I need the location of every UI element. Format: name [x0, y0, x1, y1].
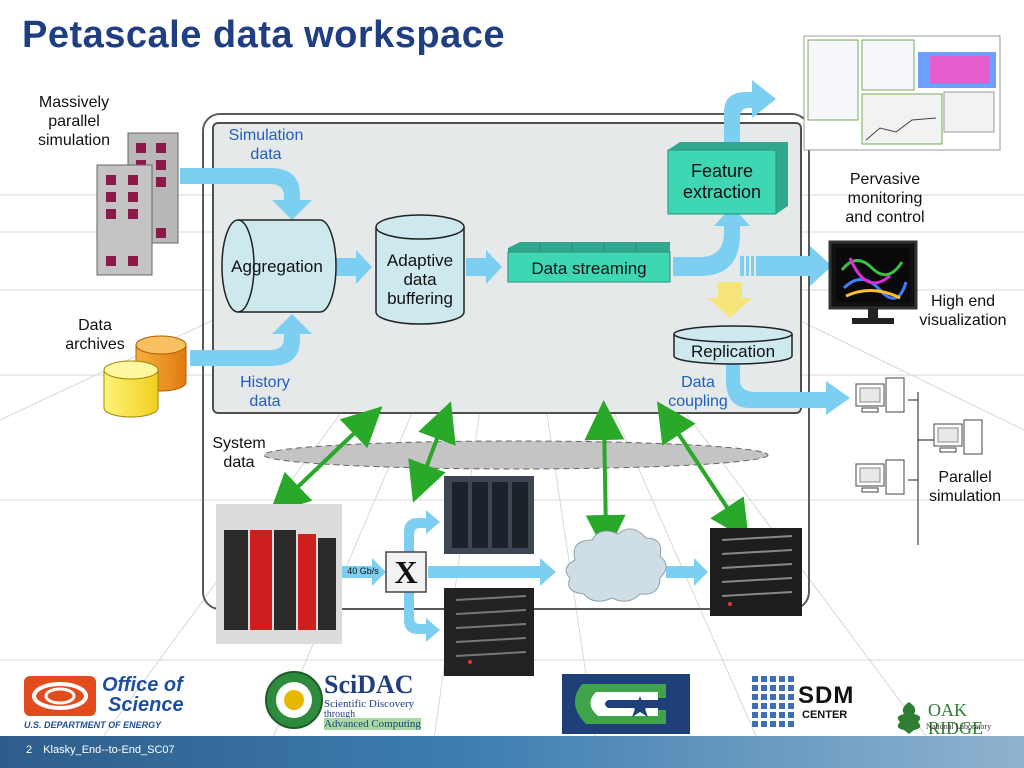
simulation-rack-icon — [96, 132, 179, 276]
ccs-logo — [562, 674, 690, 734]
workstation-icon — [933, 419, 983, 455]
feature-extraction-label: Feature extraction — [682, 161, 762, 202]
inflow-arrows — [180, 80, 850, 415]
slide-number: 2 — [26, 744, 33, 756]
replication-node — [673, 325, 793, 365]
server-rack-image-top — [444, 476, 534, 554]
network-switch — [385, 551, 427, 593]
history-data-label: History data — [240, 374, 290, 410]
system-links — [269, 400, 750, 555]
supercomputer-image — [216, 504, 342, 644]
aggregation-label: Aggregation — [231, 257, 323, 276]
workstation-icon — [855, 459, 905, 495]
system-data-ellipse — [263, 440, 769, 470]
ccs-emblem-icon — [574, 684, 666, 724]
workstation-icon — [855, 377, 905, 413]
doe-seal-icon — [265, 671, 323, 729]
footer: 2 Klasky_End--to-End_SC07 — [26, 744, 175, 756]
pervasive-monitoring-label: Pervasive monitoring and control — [845, 171, 925, 226]
bandwidth-label: 40 Gb/s — [347, 566, 379, 576]
oak-ridge-logo: OAK RIDGE — [892, 698, 1022, 738]
sdm-center-logo: SDM CENTER — [752, 676, 860, 734]
scidac-logo: SciDAC Scientific Discovery through Adva… — [264, 670, 464, 736]
feature-extraction-node — [667, 142, 788, 215]
data-streaming-node — [507, 242, 671, 283]
massively-parallel-simulation-label: Massively parallel simulation — [37, 94, 111, 149]
oak-leaf-icon — [897, 702, 921, 734]
adaptive-buffering-node — [375, 214, 465, 325]
footer-text: Klasky_End--to-End_SC07 — [43, 744, 175, 756]
replication-label: Replication — [690, 342, 776, 361]
switch-symbol: X — [394, 554, 418, 590]
stream-breaks — [744, 256, 756, 276]
visualization-monitor-icon — [828, 240, 918, 324]
simulation-data-label: Simulation data — [228, 127, 304, 163]
system-data-label: System data — [212, 435, 266, 471]
server-rack-image-bottom — [444, 588, 534, 676]
high-end-visualization-label: High end visualization — [919, 293, 1007, 329]
footer-bar — [0, 736, 1024, 768]
parallel-simulation-network — [855, 377, 983, 545]
adaptive-buffering-label: Adaptive data buffering — [386, 251, 454, 308]
parallel-simulation-label: Parallel simulation — [928, 469, 1002, 505]
monitoring-screenshot — [803, 35, 1001, 151]
data-coupling-label: Data coupling — [668, 374, 728, 410]
aggregation-node — [221, 219, 337, 313]
server-rack-image-right — [710, 528, 802, 616]
data-streaming-label: Data streaming — [531, 259, 647, 278]
office-of-science-logo: Office of Science U.S. DEPARTMENT OF ENE… — [24, 674, 184, 730]
replication-arrow — [708, 282, 752, 318]
network-cloud — [565, 528, 667, 602]
data-archive-icon — [103, 335, 187, 418]
network-arrows — [342, 510, 708, 642]
page-title: Petascale data workspace — [22, 14, 506, 56]
oak-ridge-subtitle: National Laboratory — [926, 722, 992, 731]
office-of-science-emblem — [24, 676, 96, 716]
sdm-grid-icon — [752, 676, 794, 727]
data-archives-label: Data archives — [65, 317, 125, 353]
